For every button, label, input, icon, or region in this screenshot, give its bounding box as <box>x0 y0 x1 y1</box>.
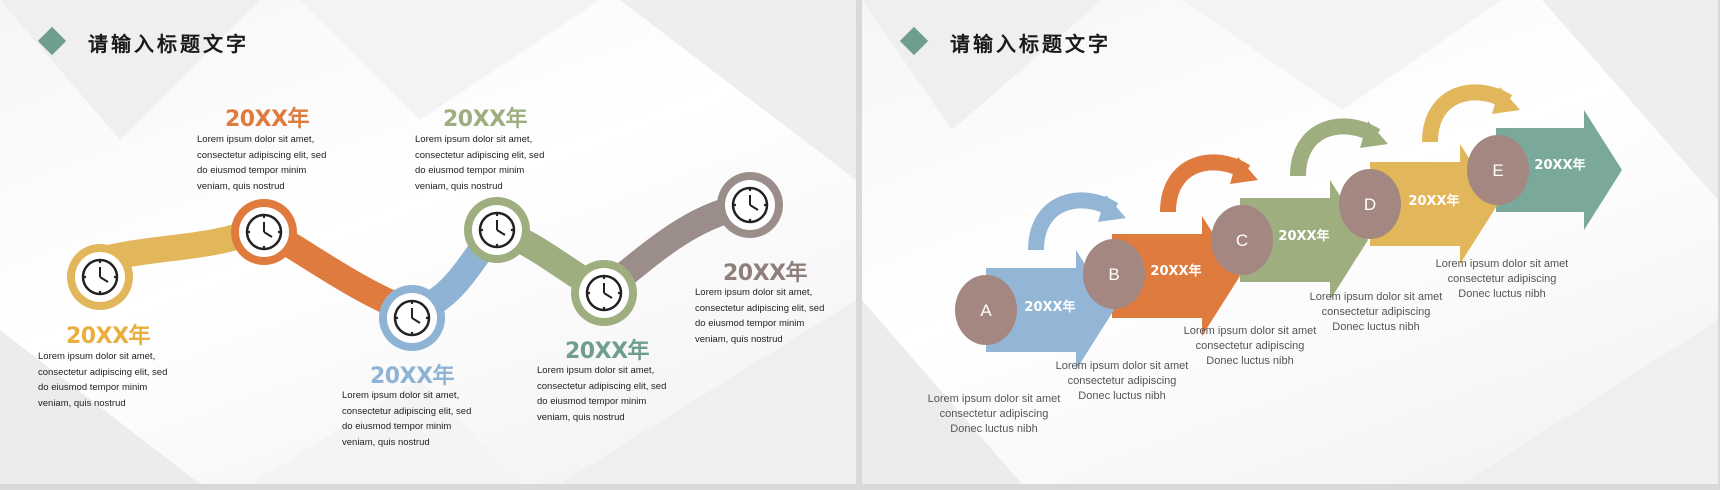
step-text-b: Lorem ipsum dolor sit amet consectetur a… <box>1055 360 1189 402</box>
step-arrow-c <box>1240 180 1368 300</box>
clock-icon <box>731 186 769 224</box>
milestone-year-2: 20XX年 <box>225 107 310 132</box>
step-year-d: 20XX年 <box>1408 193 1459 209</box>
step-letter-d: D <box>1364 195 1376 214</box>
steps-slide: 请输入标题文字 A B C <box>862 0 1718 484</box>
clock-icon <box>585 274 623 312</box>
curved-arrow-icon <box>1422 84 1520 143</box>
step-circle-d <box>1339 169 1401 239</box>
step-arrow-a <box>986 250 1114 370</box>
clock-node-5 <box>571 260 637 326</box>
milestone-year-1: 20XX年 <box>66 324 151 349</box>
step-circle-a <box>955 275 1017 345</box>
clock-node-1 <box>67 244 133 310</box>
clock-node-3 <box>379 285 445 351</box>
step-arrow-d <box>1370 144 1498 264</box>
step-text-e: Lorem ipsum dolor sit amet consectetur a… <box>1435 258 1569 300</box>
steps-diagram: A B C D E 20XX年 20XX年 20XX年 20XX年 20XX年 <box>955 84 1622 370</box>
step-circle-c <box>1211 205 1273 275</box>
milestone-text-4: Lorem ipsum dolor sit amet, consectetur … <box>415 134 545 192</box>
clock-node-4 <box>464 197 530 263</box>
step-text-a: Lorem ipsum dolor sit amet consectetur a… <box>927 393 1061 435</box>
step-text-d: Lorem ipsum dolor sit amet consectetur a… <box>1309 291 1443 333</box>
timeline-slide: 请输入标题文字 <box>0 0 856 484</box>
step-year-a: 20XX年 <box>1024 299 1075 315</box>
step-arrow-e <box>1496 110 1622 230</box>
milestone-year-3: 20XX年 <box>370 364 455 389</box>
clock-icon <box>81 258 119 296</box>
slide-title: 请输入标题文字 <box>950 32 1111 56</box>
slide-title: 请输入标题文字 <box>88 32 249 56</box>
curved-arrow-icon <box>1028 192 1126 251</box>
background-polygons <box>0 0 856 484</box>
milestone-text-2: Lorem ipsum dolor sit amet, consectetur … <box>197 134 327 192</box>
clock-icon <box>478 211 516 249</box>
step-year-b: 20XX年 <box>1150 263 1201 279</box>
step-letter-e: E <box>1492 161 1503 180</box>
milestone-text-1: Lorem ipsum dolor sit amet, consectetur … <box>38 351 168 409</box>
milestone-year-5: 20XX年 <box>565 339 650 364</box>
milestone-text-6: Lorem ipsum dolor sit amet, consectetur … <box>695 287 825 345</box>
step-year-e: 20XX年 <box>1534 157 1585 173</box>
step-letter-b: B <box>1108 265 1119 284</box>
step-letter-c: C <box>1236 231 1248 250</box>
milestone-text-3: Lorem ipsum dolor sit amet, consectetur … <box>342 390 472 448</box>
milestone-year-6: 20XX年 <box>723 261 808 286</box>
clock-node-6 <box>717 172 783 238</box>
step-letter-a: A <box>980 301 992 320</box>
milestone-year-4: 20XX年 <box>443 107 528 132</box>
clock-icon <box>245 213 283 251</box>
step-arrow-b <box>1112 216 1240 336</box>
clock-icon <box>393 299 431 337</box>
step-circle-e <box>1467 135 1529 205</box>
clock-node-2 <box>231 199 297 265</box>
step-text-c: Lorem ipsum dolor sit amet consectetur a… <box>1183 325 1317 367</box>
curved-arrow-icon <box>1160 154 1258 213</box>
background-polygons <box>862 0 1718 484</box>
curved-arrow-icon <box>1290 118 1388 177</box>
timeline-path <box>67 172 783 351</box>
step-circle-b <box>1083 239 1145 309</box>
milestone-text-5: Lorem ipsum dolor sit amet, consectetur … <box>537 365 667 423</box>
step-year-c: 20XX年 <box>1278 228 1329 244</box>
